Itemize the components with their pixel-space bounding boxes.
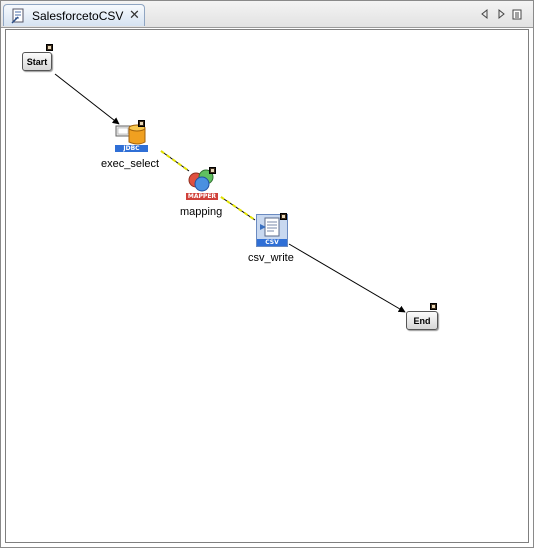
end-node[interactable]: End	[406, 311, 438, 330]
link-mapping-to-csv-write[interactable]	[220, 196, 256, 221]
database-jdbc-icon	[115, 124, 146, 145]
document-flow-icon	[11, 8, 24, 24]
start-node[interactable]: Start	[22, 52, 52, 71]
tab-salesforcetocsv[interactable]: SalesforcetoCSV ✕	[3, 4, 145, 26]
triangle-right-icon[interactable]	[495, 7, 507, 21]
link-exec-select-to-mapping[interactable]	[160, 150, 190, 172]
node-marker-icon	[280, 213, 287, 220]
triangle-left-icon[interactable]	[479, 7, 491, 21]
jdbc-strip: JDBC	[115, 145, 148, 152]
csv-strip: CSV	[257, 239, 287, 246]
csv-write-label: csv_write	[248, 252, 294, 264]
mapper-strip: MAPPER	[186, 193, 218, 200]
node-marker-icon	[209, 167, 216, 174]
tab-title: SalesforcetoCSV	[32, 9, 124, 23]
start-node-label: Start	[26, 57, 48, 67]
exec-select-label: exec_select	[101, 158, 160, 170]
end-node-label: End	[413, 316, 431, 326]
close-icon[interactable]: ✕	[129, 7, 140, 22]
exec-select-node[interactable]: JDBC	[115, 122, 149, 156]
list-menu-icon[interactable]	[511, 7, 523, 21]
node-marker-icon	[46, 44, 53, 51]
editor-tab-bar: SalesforcetoCSV ✕	[1, 1, 533, 28]
node-marker-icon	[430, 303, 437, 310]
csv-file-icon	[260, 217, 280, 237]
link-csv-write-to-end[interactable]	[288, 243, 406, 313]
flow-canvas[interactable]	[5, 29, 529, 543]
csv-write-node[interactable]: CSV	[256, 214, 288, 247]
node-marker-icon	[138, 120, 145, 127]
link-start-to-exec-select[interactable]	[54, 73, 120, 125]
mapping-label: mapping	[180, 206, 223, 218]
